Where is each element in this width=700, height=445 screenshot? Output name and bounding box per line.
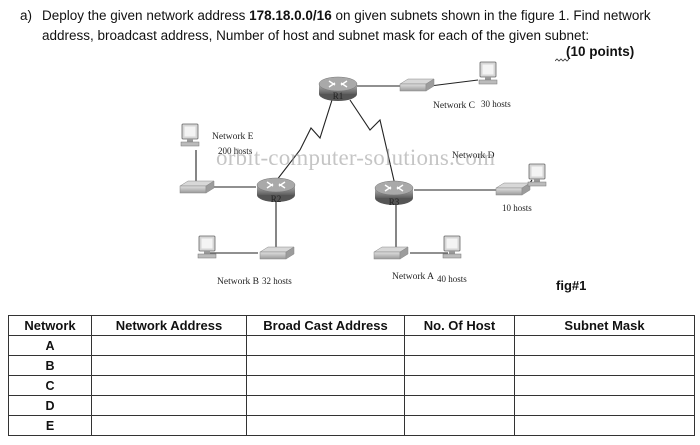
pc-network-b	[197, 235, 217, 259]
network-a-hosts: 40 hosts	[437, 274, 467, 284]
network-d-hosts: 10 hosts	[502, 203, 532, 213]
question-line1-post: on given subnets shown in the figure 1. …	[331, 8, 651, 23]
router-r3-label: R3	[389, 197, 400, 207]
table-row: C	[8, 375, 695, 396]
question-label: a)	[20, 8, 33, 23]
table-row: E	[8, 415, 695, 436]
serial-link-r1-r2	[272, 99, 333, 186]
network-cell: A	[8, 335, 92, 356]
router-r2-label: R2	[271, 194, 282, 204]
switch-network-d	[495, 182, 531, 196]
network-address-cell[interactable]	[91, 415, 247, 436]
table-row: A	[8, 335, 695, 356]
figure-label: fig#1	[556, 278, 587, 293]
broadcast-address-cell[interactable]	[246, 415, 405, 436]
network-address-bold: 178.18.0.0/16	[249, 8, 332, 23]
subnet-mask-cell[interactable]	[514, 335, 695, 356]
no-of-host-cell[interactable]	[404, 335, 515, 356]
network-cell: D	[8, 395, 92, 416]
switch-network-b	[259, 246, 295, 260]
router-r1-label: R1	[333, 91, 344, 101]
switch-network-c	[399, 78, 435, 92]
squiggle-mark	[555, 58, 569, 62]
network-cell: C	[8, 375, 92, 396]
network-cell: B	[8, 355, 92, 376]
network-diagram: R1 R2 R3 Network C 30 hosts Network E 20…	[179, 61, 547, 287]
no-of-host-cell[interactable]	[404, 355, 515, 376]
subnet-mask-cell[interactable]	[514, 355, 695, 376]
network-cell: E	[8, 415, 92, 436]
no-of-host-cell[interactable]	[404, 395, 515, 416]
links	[195, 79, 533, 254]
network-d-label: Network D	[452, 151, 495, 161]
broadcast-address-cell[interactable]	[246, 375, 405, 396]
table-header-row: Network Network Address Broad Cast Addre…	[8, 315, 695, 336]
header-network: Network	[8, 315, 92, 336]
network-b-hosts: 32 hosts	[262, 276, 292, 286]
pc-network-c	[478, 61, 498, 85]
question-line2: address, broadcast address, Number of ho…	[42, 28, 590, 43]
subnet-mask-cell[interactable]	[514, 395, 695, 416]
header-no-of-host: No. Of Host	[404, 315, 515, 336]
network-address-cell[interactable]	[91, 355, 247, 376]
table-row: B	[8, 355, 695, 376]
header-subnet-mask: Subnet Mask	[514, 315, 695, 336]
broadcast-address-cell[interactable]	[246, 335, 405, 356]
question-text: a) Deploy the given network address 178.1…	[20, 6, 680, 46]
subnet-mask-cell[interactable]	[514, 375, 695, 396]
link-switch-c-pc	[429, 79, 479, 87]
no-of-host-cell[interactable]	[404, 375, 515, 396]
broadcast-address-cell[interactable]	[246, 355, 405, 376]
network-a-label: Network A	[392, 272, 434, 282]
subnet-mask-cell[interactable]	[514, 415, 695, 436]
network-b-label: Network B	[217, 277, 259, 287]
network-address-cell[interactable]	[91, 395, 247, 416]
switch-network-a	[373, 246, 409, 260]
network-e-label: Network E	[212, 132, 254, 142]
network-address-cell[interactable]	[91, 335, 247, 356]
question-line1-pre: Deploy the given network address	[42, 8, 250, 23]
broadcast-address-cell[interactable]	[246, 395, 405, 416]
answer-table: Network Network Address Broad Cast Addre…	[8, 315, 695, 436]
watermark: orbit-computer-solutions.com	[216, 145, 496, 170]
network-c-hosts: 30 hosts	[481, 99, 511, 109]
network-address-cell[interactable]	[91, 375, 247, 396]
no-of-host-cell[interactable]	[404, 415, 515, 436]
network-c-label: Network C	[433, 101, 475, 111]
pc-network-a	[442, 235, 462, 259]
pc-network-d	[527, 163, 547, 187]
serial-link-r1-r3	[349, 99, 396, 186]
header-broadcast-address: Broad Cast Address	[246, 315, 405, 336]
network-e-hosts: 200 hosts	[218, 146, 253, 156]
header-network-address: Network Address	[91, 315, 247, 336]
pc-network-e	[180, 123, 200, 147]
points-label: (10 points)	[566, 44, 635, 59]
table-row: D	[8, 395, 695, 416]
switch-network-e	[179, 180, 215, 194]
